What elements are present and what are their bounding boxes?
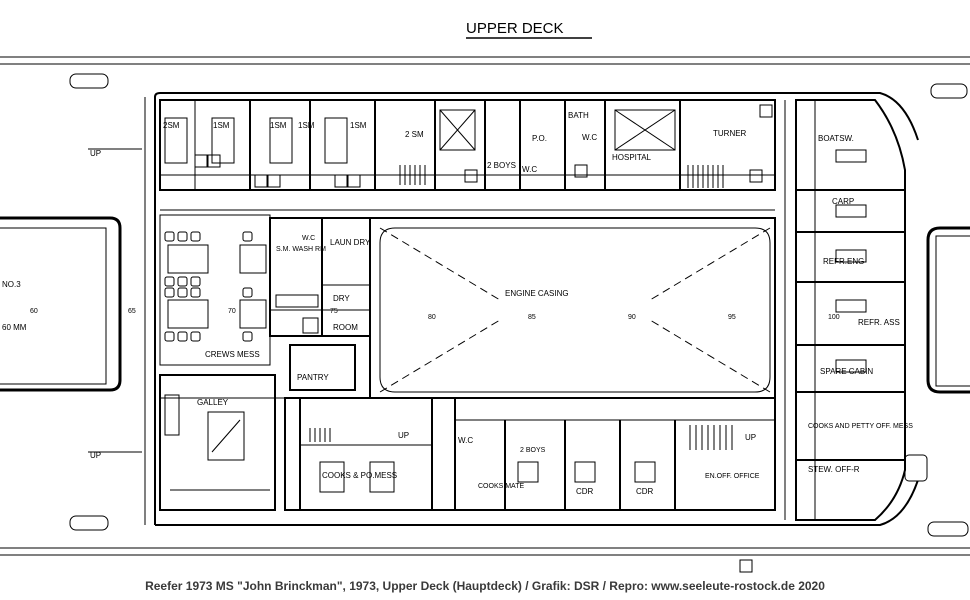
room-sm-5: 1SM xyxy=(350,121,367,130)
room-turner: TURNER xyxy=(713,129,747,138)
room-dry-room: ROOM xyxy=(333,323,358,332)
hatch-right xyxy=(926,226,970,394)
room-carp: CARP xyxy=(832,197,854,206)
room-sm-1: 2SM xyxy=(163,121,180,130)
stair-up-label-eng: UP xyxy=(745,433,756,442)
room-po: P.O. xyxy=(532,134,547,143)
galley-block xyxy=(159,374,276,511)
stair-up-label-bottom: UP xyxy=(90,451,101,460)
room-wc-3: W.C xyxy=(302,235,315,242)
frame-95: 95 xyxy=(728,314,736,321)
room-cdr-1: CDR xyxy=(576,487,594,496)
frame-85: 85 xyxy=(528,314,536,321)
room-cooks-po-mess: COOKS & PO.MESS xyxy=(322,471,397,480)
room-hospital: HOSPITAL xyxy=(612,153,652,162)
room-sm-4: 1SM xyxy=(298,121,315,130)
frame-75: 75 xyxy=(330,308,338,315)
room-eng-off-office: EN.OFF. OFFICE xyxy=(705,473,760,480)
room-wc-2: W.C xyxy=(582,133,597,142)
room-bath: BATH xyxy=(568,111,589,120)
room-spare-cabin: SPARE CABIN xyxy=(820,367,873,376)
room-pantry: PANTRY xyxy=(297,373,329,382)
room-wc-1: W.C xyxy=(522,165,537,174)
stair-up-label-top: UP xyxy=(90,149,101,158)
room-boys-2: 2 BOYS xyxy=(520,447,546,454)
room-sm-3: 1SM xyxy=(270,121,287,130)
crews-mess-furniture xyxy=(159,214,271,366)
frame-65: 65 xyxy=(128,308,136,315)
room-wc-4: W.C xyxy=(458,436,473,445)
room-stew-off: STEW. OFF-R xyxy=(808,465,860,474)
room-boatsw: BOATSW. xyxy=(818,134,854,143)
room-sm-6: 2 SM xyxy=(405,130,424,139)
frame-80: 80 xyxy=(428,314,436,321)
aft-cabin-block xyxy=(284,397,776,511)
room-boys: 2 BOYS xyxy=(487,161,516,170)
stair-up-label-aft: UP xyxy=(398,431,409,440)
room-galley: GALLEY xyxy=(197,398,229,407)
wash-laundry-block xyxy=(269,217,371,337)
frame-100: 100 xyxy=(828,314,840,321)
room-sm-2: 1SM xyxy=(213,121,230,130)
hatch-dimension: 60 MM xyxy=(2,323,27,332)
room-refrass: REFR. ASS xyxy=(858,318,900,327)
frame-60: 60 xyxy=(30,308,38,315)
room-cooks-mate: COOKS MATE xyxy=(478,483,524,490)
room-dry: DRY xyxy=(333,294,350,303)
frame-70: 70 xyxy=(228,308,236,315)
frame-90: 90 xyxy=(628,314,636,321)
frame-numbers: 60 65 70 75 80 85 90 95 100 xyxy=(30,308,840,321)
room-refreng: REFR.ENG xyxy=(823,257,864,266)
hull-shell xyxy=(0,56,970,556)
pantry-outline xyxy=(289,344,356,391)
plan-title: UPPER DECK xyxy=(466,20,564,37)
engine-casing xyxy=(369,217,776,399)
room-sm-wash: S.M. WASH RM xyxy=(276,246,326,253)
top-cabin-block xyxy=(159,99,776,191)
caption: Reefer 1973 MS "John Brinckman", 1973, U… xyxy=(145,579,825,593)
room-cdr-2: CDR xyxy=(636,487,654,496)
hatch-left: NO.3 60 MM xyxy=(0,216,122,392)
hatch-label: NO.3 xyxy=(2,280,21,289)
room-cooks-petty-mess: COOKS AND PETTY OFF. MESS xyxy=(808,423,913,430)
engine-casing-label: ENGINE CASING xyxy=(505,289,569,298)
forward-cabin-block xyxy=(795,99,906,521)
room-laundry: LAUN DRY xyxy=(330,238,371,247)
room-crews-label: CREWS MESS xyxy=(205,350,260,359)
